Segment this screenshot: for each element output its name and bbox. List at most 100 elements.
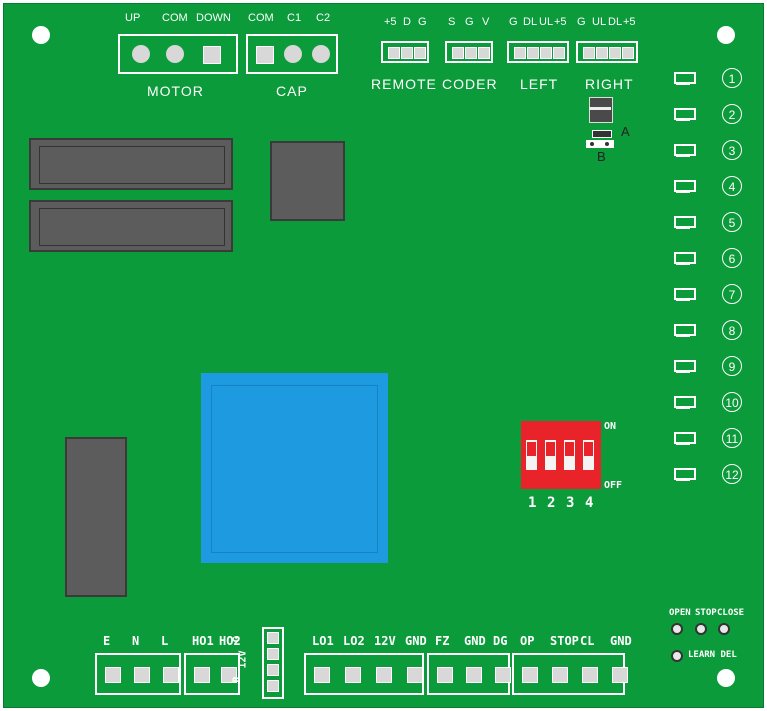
led-number-label: 11 [722, 428, 742, 448]
dip-switch[interactable] [521, 421, 601, 489]
ic-chip [270, 141, 345, 221]
jumper-b[interactable] [586, 140, 614, 148]
connector-pin [401, 47, 413, 59]
header-pin [267, 632, 279, 644]
terminal-block-ho[interactable] [184, 653, 240, 695]
cap-com-pin[interactable] [256, 46, 274, 64]
open-label: OPEN [669, 608, 691, 618]
terminal-screw[interactable] [221, 667, 237, 683]
jumper-a[interactable] [592, 130, 612, 138]
terminal-screw[interactable] [163, 667, 179, 683]
capacitor-block [65, 437, 127, 597]
dip-switch-2[interactable] [545, 440, 556, 470]
connector-pin [622, 47, 634, 59]
relay-window [39, 208, 225, 246]
vertical-header-label: G [231, 636, 243, 643]
left-pin-label: DL [523, 16, 538, 28]
stop-button[interactable] [695, 623, 707, 635]
led-indicator [674, 288, 696, 302]
dip-number: 3 [566, 495, 575, 511]
relay-1 [29, 138, 233, 190]
smd-component-stripe [589, 107, 611, 110]
terminal-screw[interactable] [466, 667, 482, 683]
right-connector[interactable] [576, 41, 638, 63]
motor-terminal[interactable] [118, 34, 238, 74]
terminal-screw[interactable] [495, 667, 511, 683]
led-number-label: 8 [722, 320, 742, 340]
led-number-label: 12 [722, 464, 742, 484]
terminal-block-power[interactable] [95, 653, 181, 695]
led-indicator [674, 108, 696, 122]
connector-pin [609, 47, 621, 59]
left-connector[interactable] [507, 41, 569, 63]
connector-pin [583, 47, 595, 59]
terminal-label: GND [610, 634, 632, 648]
mounting-hole [717, 669, 735, 687]
pcb-board: UP COM DOWN MOTOR COM C1 C2 CAP +5 D G R… [3, 3, 764, 708]
dip-switch-3[interactable] [564, 440, 575, 470]
terminal-screw[interactable] [552, 667, 568, 683]
led-indicator [674, 324, 696, 338]
dip-switch-1[interactable] [526, 440, 537, 470]
right-pin-label: +5 [623, 16, 636, 28]
remote-connector[interactable] [381, 41, 429, 63]
terminal-screw[interactable] [522, 667, 538, 683]
relay-2 [29, 200, 233, 252]
smd-component [589, 97, 613, 123]
learn-del-label: LEARN DEL [688, 650, 737, 660]
cap-pin-label: C2 [316, 12, 331, 24]
connector-pin [414, 47, 426, 59]
dip-switch-4[interactable] [583, 440, 594, 470]
cap-label: CAP [276, 83, 308, 99]
left-pin-label: UL [539, 16, 554, 28]
stop-label: STOP [695, 608, 717, 618]
jumper-a-label: A [621, 124, 630, 139]
connector-pin [596, 47, 608, 59]
terminal-screw[interactable] [194, 667, 210, 683]
terminal-screw[interactable] [345, 667, 361, 683]
close-button[interactable] [718, 623, 730, 635]
terminal-label: LO1 [312, 634, 334, 648]
cap-pin-label: COM [248, 12, 274, 24]
dip-number: 1 [528, 495, 537, 511]
left-pin-label: G [509, 16, 518, 28]
cap-c1-pin[interactable] [284, 45, 302, 63]
led-number-label: 5 [722, 212, 742, 232]
open-button[interactable] [671, 623, 683, 635]
terminal-screw[interactable] [437, 667, 453, 683]
cap-terminal[interactable] [246, 34, 338, 74]
left-pin-label: +5 [554, 16, 567, 28]
terminal-block-lo[interactable] [304, 653, 424, 695]
terminal-screw[interactable] [376, 667, 392, 683]
connector-pin [540, 47, 552, 59]
cap-c2-pin[interactable] [312, 45, 330, 63]
coder-pin-label: V [482, 16, 490, 28]
mounting-hole [32, 26, 50, 44]
led-indicator [674, 216, 696, 230]
connector-pin [527, 47, 539, 59]
coder-connector[interactable] [445, 41, 493, 63]
connector-pin [514, 47, 526, 59]
dip-number: 4 [585, 495, 594, 511]
led-indicator [674, 144, 696, 158]
terminal-screw[interactable] [314, 667, 330, 683]
relay-window [39, 146, 225, 184]
terminal-label: 12V [374, 634, 396, 648]
led-number-label: 7 [722, 284, 742, 304]
motor-down-pin[interactable] [203, 46, 221, 64]
terminal-screw[interactable] [407, 667, 423, 683]
terminal-label: HO1 [192, 634, 214, 648]
motor-up-pin[interactable] [132, 45, 150, 63]
motor-com-pin[interactable] [166, 45, 184, 63]
terminal-screw[interactable] [612, 667, 628, 683]
transformer-inner [211, 385, 378, 553]
vertical-header[interactable] [262, 627, 284, 699]
coder-pin-label: S [448, 16, 456, 28]
learn-del-button[interactable] [671, 650, 683, 662]
terminal-screw[interactable] [582, 667, 598, 683]
terminal-screw[interactable] [134, 667, 150, 683]
remote-pin-label: +5 [384, 16, 397, 28]
terminal-screw[interactable] [105, 667, 121, 683]
mounting-hole [32, 669, 50, 687]
mounting-hole [717, 26, 735, 44]
